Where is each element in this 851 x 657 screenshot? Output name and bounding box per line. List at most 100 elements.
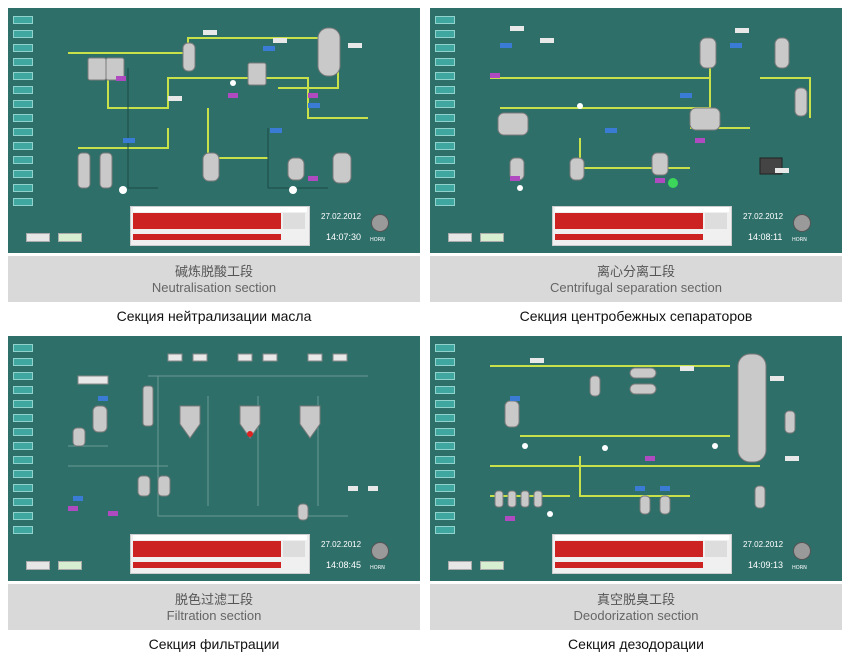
bottom-button[interactable] — [480, 561, 504, 570]
horn-knob[interactable] — [371, 214, 389, 232]
horn-knob[interactable] — [793, 542, 811, 560]
nav-button[interactable] — [435, 386, 455, 394]
horn-knob[interactable] — [793, 214, 811, 232]
horn-label: HORN — [370, 565, 385, 571]
nav-button[interactable] — [435, 414, 455, 422]
nav-button[interactable] — [435, 156, 455, 164]
nav-button[interactable] — [435, 428, 455, 436]
bottom-button[interactable] — [448, 233, 472, 242]
nav-button[interactable] — [13, 442, 33, 450]
nav-button[interactable] — [13, 428, 33, 436]
horn-label: HORN — [792, 237, 807, 243]
nav-button[interactable] — [13, 344, 33, 352]
scada-screen[interactable]: 27.02.2012 14:07:30 HORN — [8, 8, 420, 253]
nav-button[interactable] — [435, 198, 455, 206]
nav-button[interactable] — [13, 114, 33, 122]
bottom-button[interactable] — [58, 233, 82, 242]
caption-chinese: 脱色过滤工段 — [174, 593, 253, 608]
nav-button[interactable] — [435, 128, 455, 136]
nav-button[interactable] — [13, 414, 33, 422]
nav-button[interactable] — [13, 470, 33, 478]
alarm-row[interactable] — [133, 562, 281, 568]
bottom-button[interactable] — [448, 561, 472, 570]
nav-button[interactable] — [435, 526, 455, 534]
nav-button[interactable] — [435, 16, 455, 24]
nav-button[interactable] — [435, 498, 455, 506]
nav-button[interactable] — [435, 400, 455, 408]
nav-button[interactable] — [13, 128, 33, 136]
alarm-row[interactable] — [133, 234, 281, 240]
nav-button[interactable] — [13, 358, 33, 366]
nav-button[interactable] — [13, 372, 33, 380]
nav-button[interactable] — [435, 170, 455, 178]
nav-button[interactable] — [13, 16, 33, 24]
nav-button[interactable] — [13, 100, 33, 108]
caption-russian: Секция фильтрации — [148, 636, 280, 652]
nav-button[interactable] — [13, 526, 33, 534]
nav-button[interactable] — [435, 372, 455, 380]
nav-button[interactable] — [435, 358, 455, 366]
nav-button[interactable] — [13, 484, 33, 492]
nav-button[interactable] — [13, 72, 33, 80]
nav-button[interactable] — [13, 156, 33, 164]
alarm-list[interactable] — [130, 534, 310, 574]
process-diagram — [490, 353, 799, 521]
nav-button[interactable] — [435, 114, 455, 122]
nav-button[interactable] — [435, 512, 455, 520]
alarm-header — [555, 207, 729, 212]
alarm-list[interactable] — [552, 534, 732, 574]
date-display: 27.02.2012 — [321, 212, 362, 221]
nav-button[interactable] — [435, 100, 455, 108]
nav-button[interactable] — [13, 386, 33, 394]
alarm-row[interactable] — [555, 562, 703, 568]
nav-button[interactable] — [13, 198, 33, 206]
alarm-row[interactable] — [555, 234, 703, 240]
nav-button[interactable] — [435, 58, 455, 66]
scada-screen[interactable]: 27.02.2012 14:08:45 HORN — [8, 336, 420, 581]
nav-button[interactable] — [13, 456, 33, 464]
bottom-button[interactable] — [480, 233, 504, 242]
nav-button[interactable] — [435, 30, 455, 38]
alarm-row[interactable] — [555, 213, 703, 229]
nav-button[interactable] — [13, 44, 33, 52]
nav-button[interactable] — [435, 442, 455, 450]
nav-button[interactable] — [13, 86, 33, 94]
nav-button[interactable] — [435, 86, 455, 94]
nav-button[interactable] — [13, 30, 33, 38]
alarm-scroll[interactable] — [283, 213, 305, 229]
nav-button[interactable] — [435, 456, 455, 464]
nav-button[interactable] — [435, 142, 455, 150]
caption-english: Filtration section — [166, 608, 262, 623]
nav-button[interactable] — [13, 58, 33, 66]
nav-button[interactable] — [435, 184, 455, 192]
caption-box: 脱色过滤工段 Filtration section — [8, 584, 420, 630]
scada-screen[interactable]: 27.02.2012 14:09:13 HORN — [430, 336, 842, 581]
alarm-row[interactable] — [555, 541, 703, 557]
bottom-button[interactable] — [26, 233, 50, 242]
nav-button[interactable] — [435, 470, 455, 478]
nav-button[interactable] — [13, 184, 33, 192]
bottom-button[interactable] — [58, 561, 82, 570]
alarm-header — [133, 535, 307, 540]
nav-button[interactable] — [13, 400, 33, 408]
alarm-scroll[interactable] — [705, 541, 727, 557]
alarm-list[interactable] — [552, 206, 732, 246]
nav-button[interactable] — [435, 344, 455, 352]
alarm-scroll[interactable] — [283, 541, 305, 557]
scada-screen[interactable]: 27.02.2012 14:08:11 HORN — [430, 8, 842, 253]
alarm-row[interactable] — [133, 213, 281, 229]
alarm-scroll[interactable] — [705, 213, 727, 229]
bottom-button[interactable] — [26, 561, 50, 570]
nav-button[interactable] — [435, 72, 455, 80]
horn-knob[interactable] — [371, 542, 389, 560]
nav-button[interactable] — [13, 498, 33, 506]
nav-button[interactable] — [13, 142, 33, 150]
nav-button[interactable] — [435, 484, 455, 492]
horn-label: HORN — [792, 565, 807, 571]
alarm-list[interactable] — [130, 206, 310, 246]
nav-button[interactable] — [435, 44, 455, 52]
nav-button[interactable] — [13, 512, 33, 520]
caption-english: Neutralisation section — [151, 280, 277, 295]
alarm-row[interactable] — [133, 541, 281, 557]
nav-button[interactable] — [13, 170, 33, 178]
